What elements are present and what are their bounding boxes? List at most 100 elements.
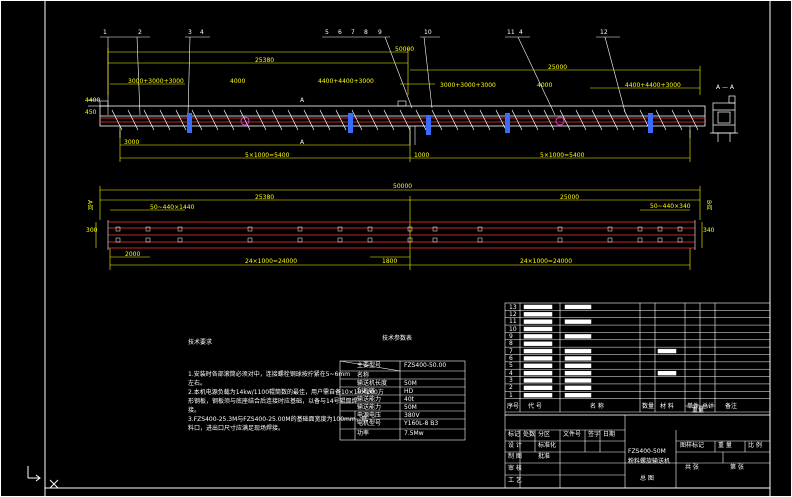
bolt-marker xyxy=(677,237,683,243)
bom-code-block xyxy=(523,370,553,376)
bolt-marker xyxy=(477,237,483,243)
conveyor-blade xyxy=(495,109,507,131)
part-number: 12 xyxy=(600,29,608,36)
tech-param-value: Y160L-8 B3 xyxy=(404,420,439,427)
bolt-marker xyxy=(115,226,121,232)
bom-code-block xyxy=(523,378,553,383)
dim-height: 450 xyxy=(85,109,97,116)
bom-row-number: 9 xyxy=(509,332,513,340)
conveyor-blade xyxy=(175,109,187,131)
conveyor-blade xyxy=(303,109,315,131)
title-block-cell: 签字 xyxy=(588,431,601,438)
bolt-marker xyxy=(145,226,151,232)
bolt-marker xyxy=(145,237,151,243)
title-block-cell: 审 核 xyxy=(508,465,522,472)
bom-header-cell: 名 称 xyxy=(590,403,604,410)
conveyor-blade xyxy=(367,109,379,131)
sheet-number: 第 张 xyxy=(730,464,744,471)
dim-mid2: 4000 xyxy=(537,82,553,89)
section-a-a-label: A — A xyxy=(716,84,735,91)
dim-base1: 3000 xyxy=(124,139,140,146)
bom-name-block xyxy=(564,356,592,361)
bolt-marker xyxy=(177,226,183,232)
bom-row-number: 1 xyxy=(509,391,513,399)
tech-params-title: 技术参数表 xyxy=(382,335,413,342)
bolt-marker xyxy=(557,226,563,232)
plan-side-left: A向 xyxy=(86,200,93,211)
plan-width-right: 340 xyxy=(703,227,715,234)
conveyor-blade xyxy=(191,109,203,131)
conveyor-blade xyxy=(511,109,523,131)
bolt-marker xyxy=(407,237,413,243)
conveyor-blade xyxy=(239,109,251,131)
plan-dim-right: 25000 xyxy=(560,194,580,201)
conveyor-blade xyxy=(159,109,171,131)
bolt-marker xyxy=(337,237,343,243)
bolt-marker xyxy=(677,226,683,232)
tech-param-value: 40t xyxy=(404,396,414,403)
bom-code-block xyxy=(523,393,553,398)
bolt-marker xyxy=(432,226,438,232)
conveyor-blade xyxy=(415,109,427,131)
sheet-count: 共 张 xyxy=(685,464,699,471)
tech-req-line: 1.安装时各部滚筒必须对中，连接螺栓钢球按拧紧在5~6mm xyxy=(188,371,351,378)
plan-base-right: 24×1000=24000 xyxy=(520,258,573,265)
bom-row-number: 7 xyxy=(509,347,513,355)
bom-row-number: 5 xyxy=(509,362,513,370)
bom-row-number: 8 xyxy=(509,340,513,348)
bom-row-number: 12 xyxy=(509,310,517,318)
plan-dim-left: 25380 xyxy=(255,194,275,201)
conveyor-blade xyxy=(431,109,443,131)
bolt-marker xyxy=(407,226,413,232)
title-block-cell: 处数 xyxy=(523,431,536,438)
dim-sub3: 3000+3000+3000 xyxy=(440,82,496,89)
bolt-marker xyxy=(297,237,303,243)
bolt-marker xyxy=(367,237,373,243)
bom-header-cell: 材 料 xyxy=(660,403,674,410)
bolt-marker xyxy=(657,237,663,243)
bom-name-block xyxy=(564,385,592,391)
dim-seg-left: 25380 xyxy=(255,57,275,64)
tech-param-key: 名称 xyxy=(357,372,370,379)
tech-param-key: 输送能力 xyxy=(357,404,382,411)
conveyor-blade xyxy=(143,109,155,131)
bolt-marker xyxy=(637,226,643,232)
bom-code-block xyxy=(523,356,553,361)
conveyor-blade xyxy=(543,109,555,131)
title-block-right-header: 图样标记 xyxy=(680,442,705,449)
conveyor-blade xyxy=(207,109,219,131)
conveyor-blade xyxy=(687,109,699,131)
conveyor-blade xyxy=(335,109,347,131)
bolt-marker xyxy=(607,237,613,243)
tech-param-key: 功率 xyxy=(357,430,370,437)
bom-header-cell: 代 号 xyxy=(528,403,542,410)
part-number: 8 xyxy=(364,29,368,36)
title-block-right-header: 重 量 xyxy=(718,442,732,449)
conveyor-blade xyxy=(447,109,459,131)
conveyor-blade xyxy=(399,109,411,131)
bolt-marker xyxy=(337,226,343,232)
plan-spacing-left: 50~440×1440 xyxy=(150,204,195,211)
conveyor-blade xyxy=(383,109,395,131)
tech-req-line: 形钢板，钢板须与底座结合后连接时应基础，以备与14号辊筒焊 xyxy=(188,398,358,405)
tech-req-line: 2.本机电源负载为14kw/1100辊筒数的最佳，用户需自备10×10×200方 xyxy=(188,389,384,396)
bom-material-block xyxy=(657,348,677,354)
bolt-marker xyxy=(115,237,121,243)
bolt-marker xyxy=(477,226,483,232)
conveyor-blade xyxy=(479,109,491,131)
tech-param-value: 7.5Mw xyxy=(404,430,424,437)
drawing-type: 总 图 xyxy=(640,475,654,482)
bom-code-block xyxy=(523,312,553,317)
tech-param-value: 50M xyxy=(404,380,417,387)
title-block-cell: 文件号 xyxy=(563,431,582,438)
plan-base-left1: 2000 xyxy=(125,251,141,258)
title-block-cell: 制 图 xyxy=(508,453,522,460)
bolt-marker xyxy=(657,226,663,232)
bom-name-block xyxy=(564,378,592,383)
bom-row-number: 2 xyxy=(509,384,513,392)
tech-param-key: 主要型号 xyxy=(357,362,382,369)
ucs-icon xyxy=(27,466,59,489)
bom-name-block xyxy=(564,370,592,376)
tech-param-value: 380V xyxy=(404,412,420,419)
